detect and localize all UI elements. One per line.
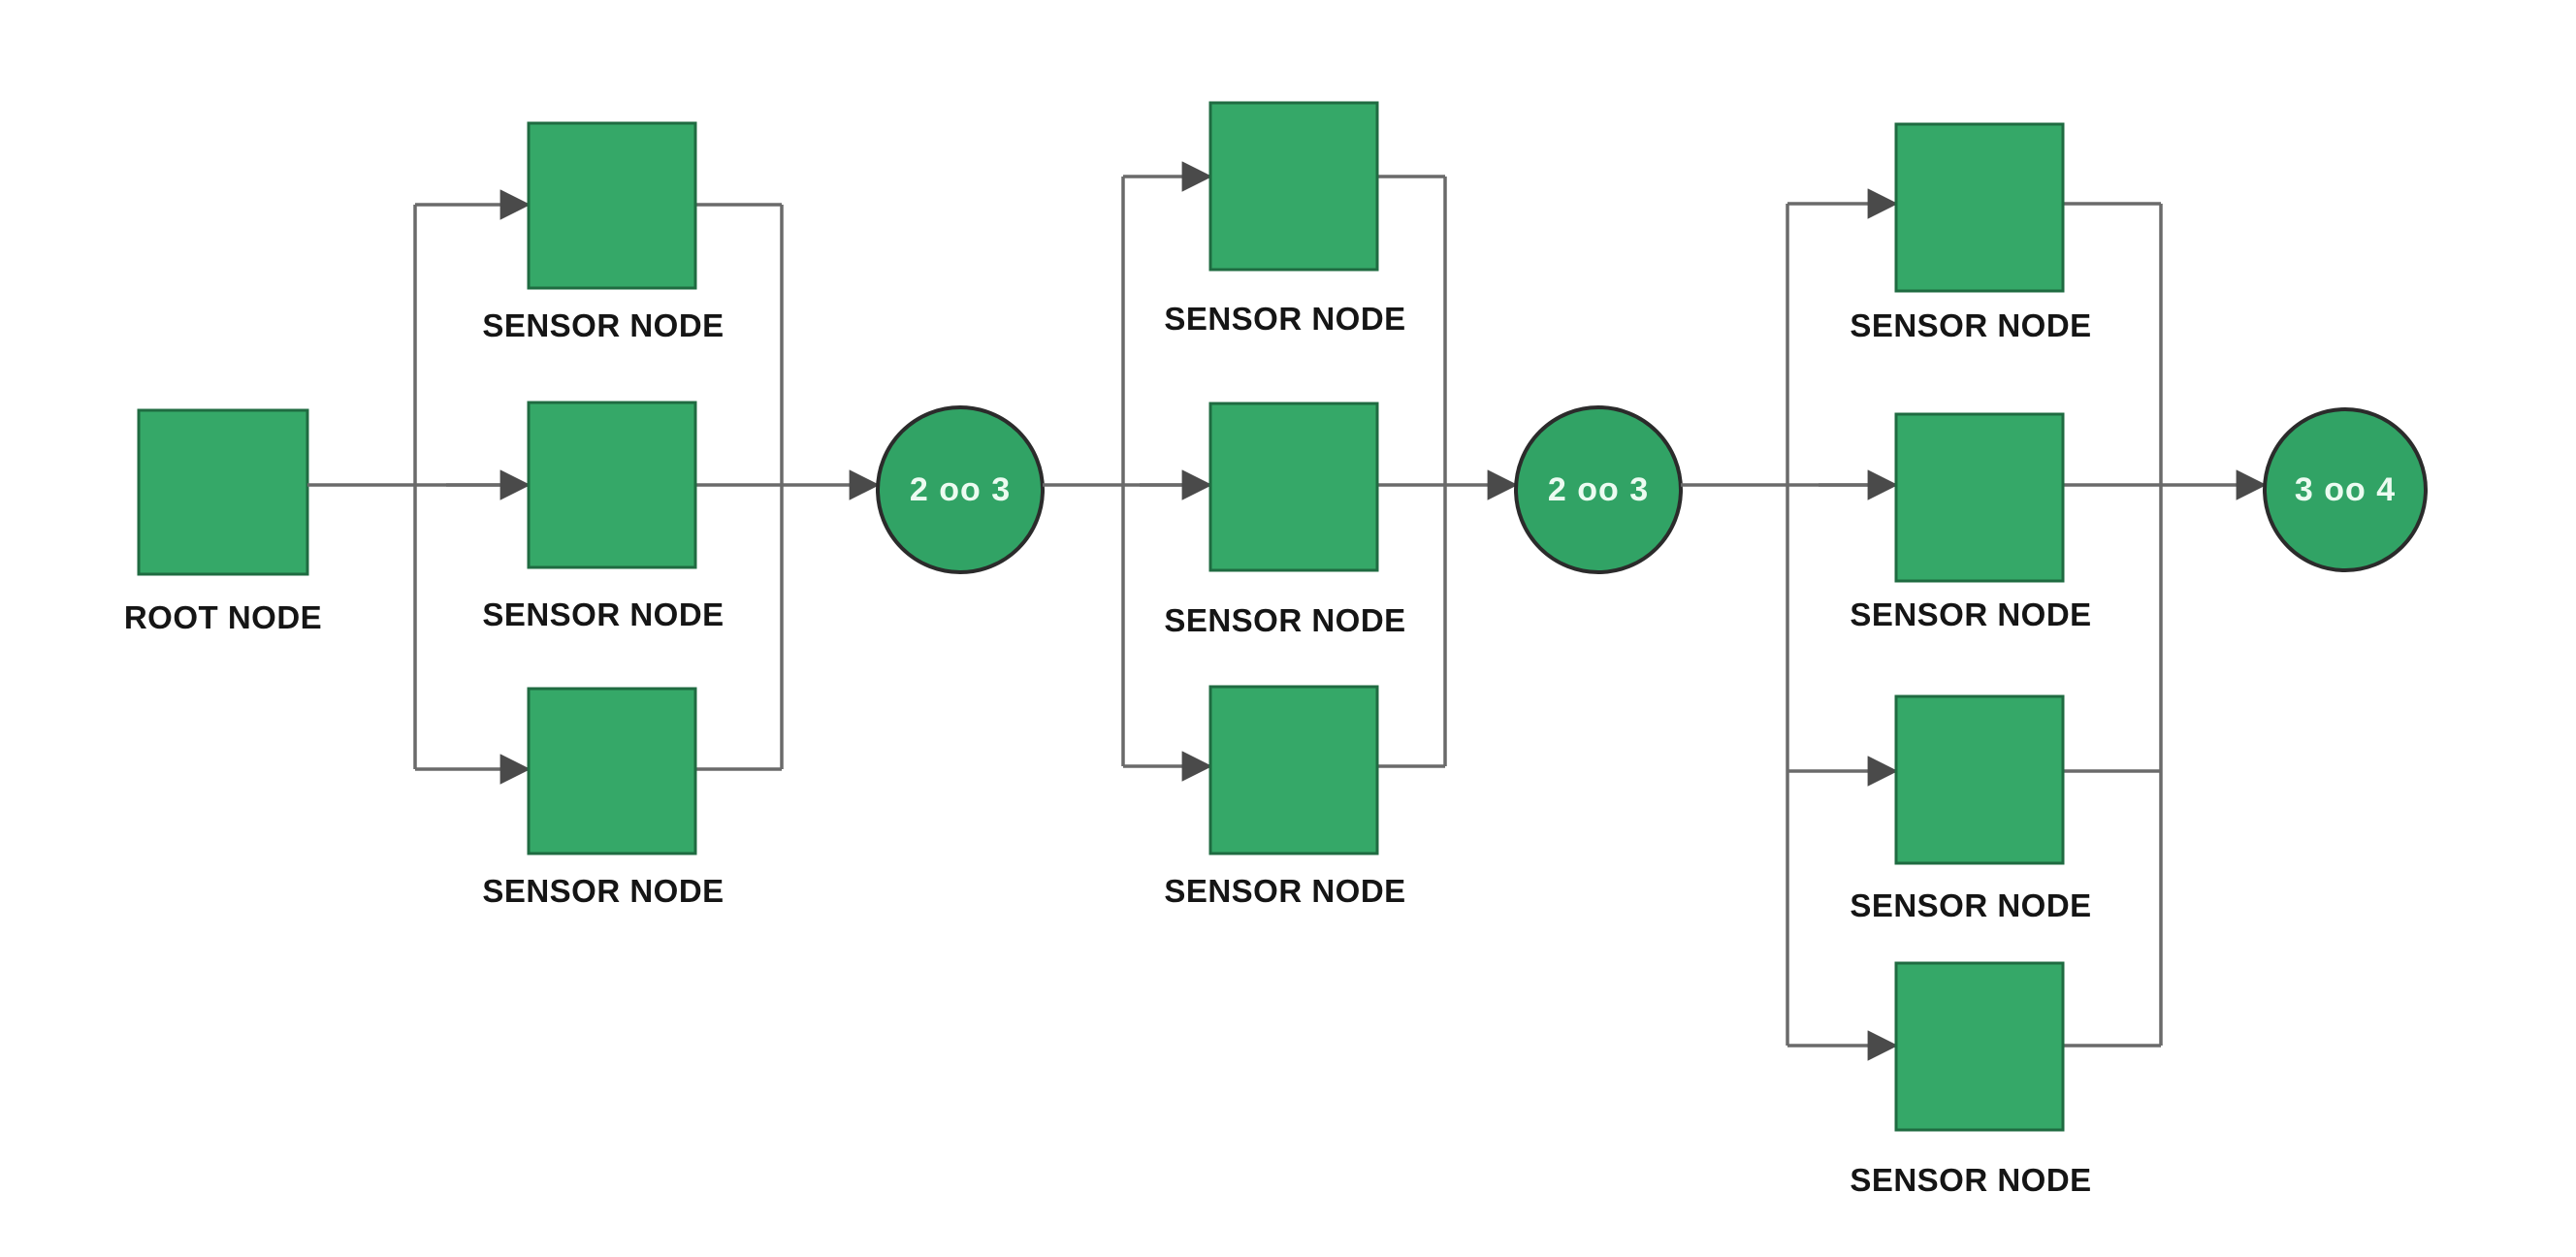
group-3-sensor-node-2[interactable]: SENSOR NODE	[1850, 412, 2091, 632]
group-2-sensor-node-2[interactable]: SENSOR NODE	[1164, 402, 1405, 638]
sensor-node-box[interactable]	[1894, 694, 2065, 865]
voter-label: 2 oo 3	[910, 471, 1011, 508]
sensor-node-box[interactable]	[527, 401, 697, 569]
voter-node-2oo3-second[interactable]: 2 oo 3	[1514, 405, 1683, 574]
voter-node-2oo3-first[interactable]: 2 oo 3	[876, 405, 1045, 574]
sensor-node-label: SENSOR NODE	[482, 596, 724, 632]
group-1-sensor-node-3[interactable]: SENSOR NODE	[482, 687, 724, 909]
group-2-sensor-node-1[interactable]: SENSOR NODE	[1164, 101, 1405, 337]
voter-node-3oo4[interactable]: 3 oo 4	[2263, 407, 2428, 572]
group-1-sensor-node-1[interactable]: SENSOR NODE	[482, 121, 724, 343]
sensor-node-box[interactable]	[1894, 122, 2065, 293]
sensor-node-box[interactable]	[527, 687, 697, 855]
group-2: SENSOR NODE SENSOR NODE SENSOR NODE 2 oo…	[1121, 101, 1683, 909]
group-2-sensor-node-3[interactable]: SENSOR NODE	[1164, 685, 1405, 909]
group-3-sensor-node-3[interactable]: SENSOR NODE	[1850, 694, 2091, 923]
sensor-node-label: SENSOR NODE	[1850, 307, 2091, 343]
sensor-node-label: SENSOR NODE	[1850, 596, 2091, 632]
voter-circle[interactable]	[1514, 405, 1683, 574]
root-node-box[interactable]	[137, 408, 309, 576]
sensor-node-box[interactable]	[527, 121, 697, 290]
voter-circle[interactable]	[876, 405, 1045, 574]
sensor-node-label: SENSOR NODE	[1164, 301, 1405, 337]
sensor-node-label: SENSOR NODE	[482, 873, 724, 909]
group-3: SENSOR NODE SENSOR NODE SENSOR NODE SENS…	[1786, 122, 2428, 1198]
root-node-label: ROOT NODE	[124, 599, 322, 635]
sensor-node-label: SENSOR NODE	[1164, 873, 1405, 909]
sensor-node-box[interactable]	[1208, 402, 1379, 572]
group-3-sensor-node-1[interactable]: SENSOR NODE	[1850, 122, 2091, 343]
sensor-node-box[interactable]	[1208, 685, 1379, 855]
root-node[interactable]: ROOT NODE	[124, 408, 322, 635]
sensor-node-box[interactable]	[1894, 961, 2065, 1132]
sensor-node-label: SENSOR NODE	[1164, 602, 1405, 638]
group-3-sensor-node-4[interactable]: SENSOR NODE	[1850, 961, 2091, 1198]
voter-label: 2 oo 3	[1548, 471, 1649, 508]
sensor-node-box[interactable]	[1208, 101, 1379, 272]
voter-label: 3 oo 4	[2295, 471, 2396, 508]
group-1: SENSOR NODE SENSOR NODE SENSOR NODE 2 oo…	[413, 121, 1045, 909]
sensor-node-label: SENSOR NODE	[1850, 1162, 2091, 1198]
sensor-node-label: SENSOR NODE	[1850, 887, 2091, 923]
voter-circle[interactable]	[2263, 407, 2428, 572]
sensor-node-box[interactable]	[1894, 412, 2065, 583]
group-1-sensor-node-2[interactable]: SENSOR NODE	[482, 401, 724, 632]
sensor-node-label: SENSOR NODE	[482, 307, 724, 343]
